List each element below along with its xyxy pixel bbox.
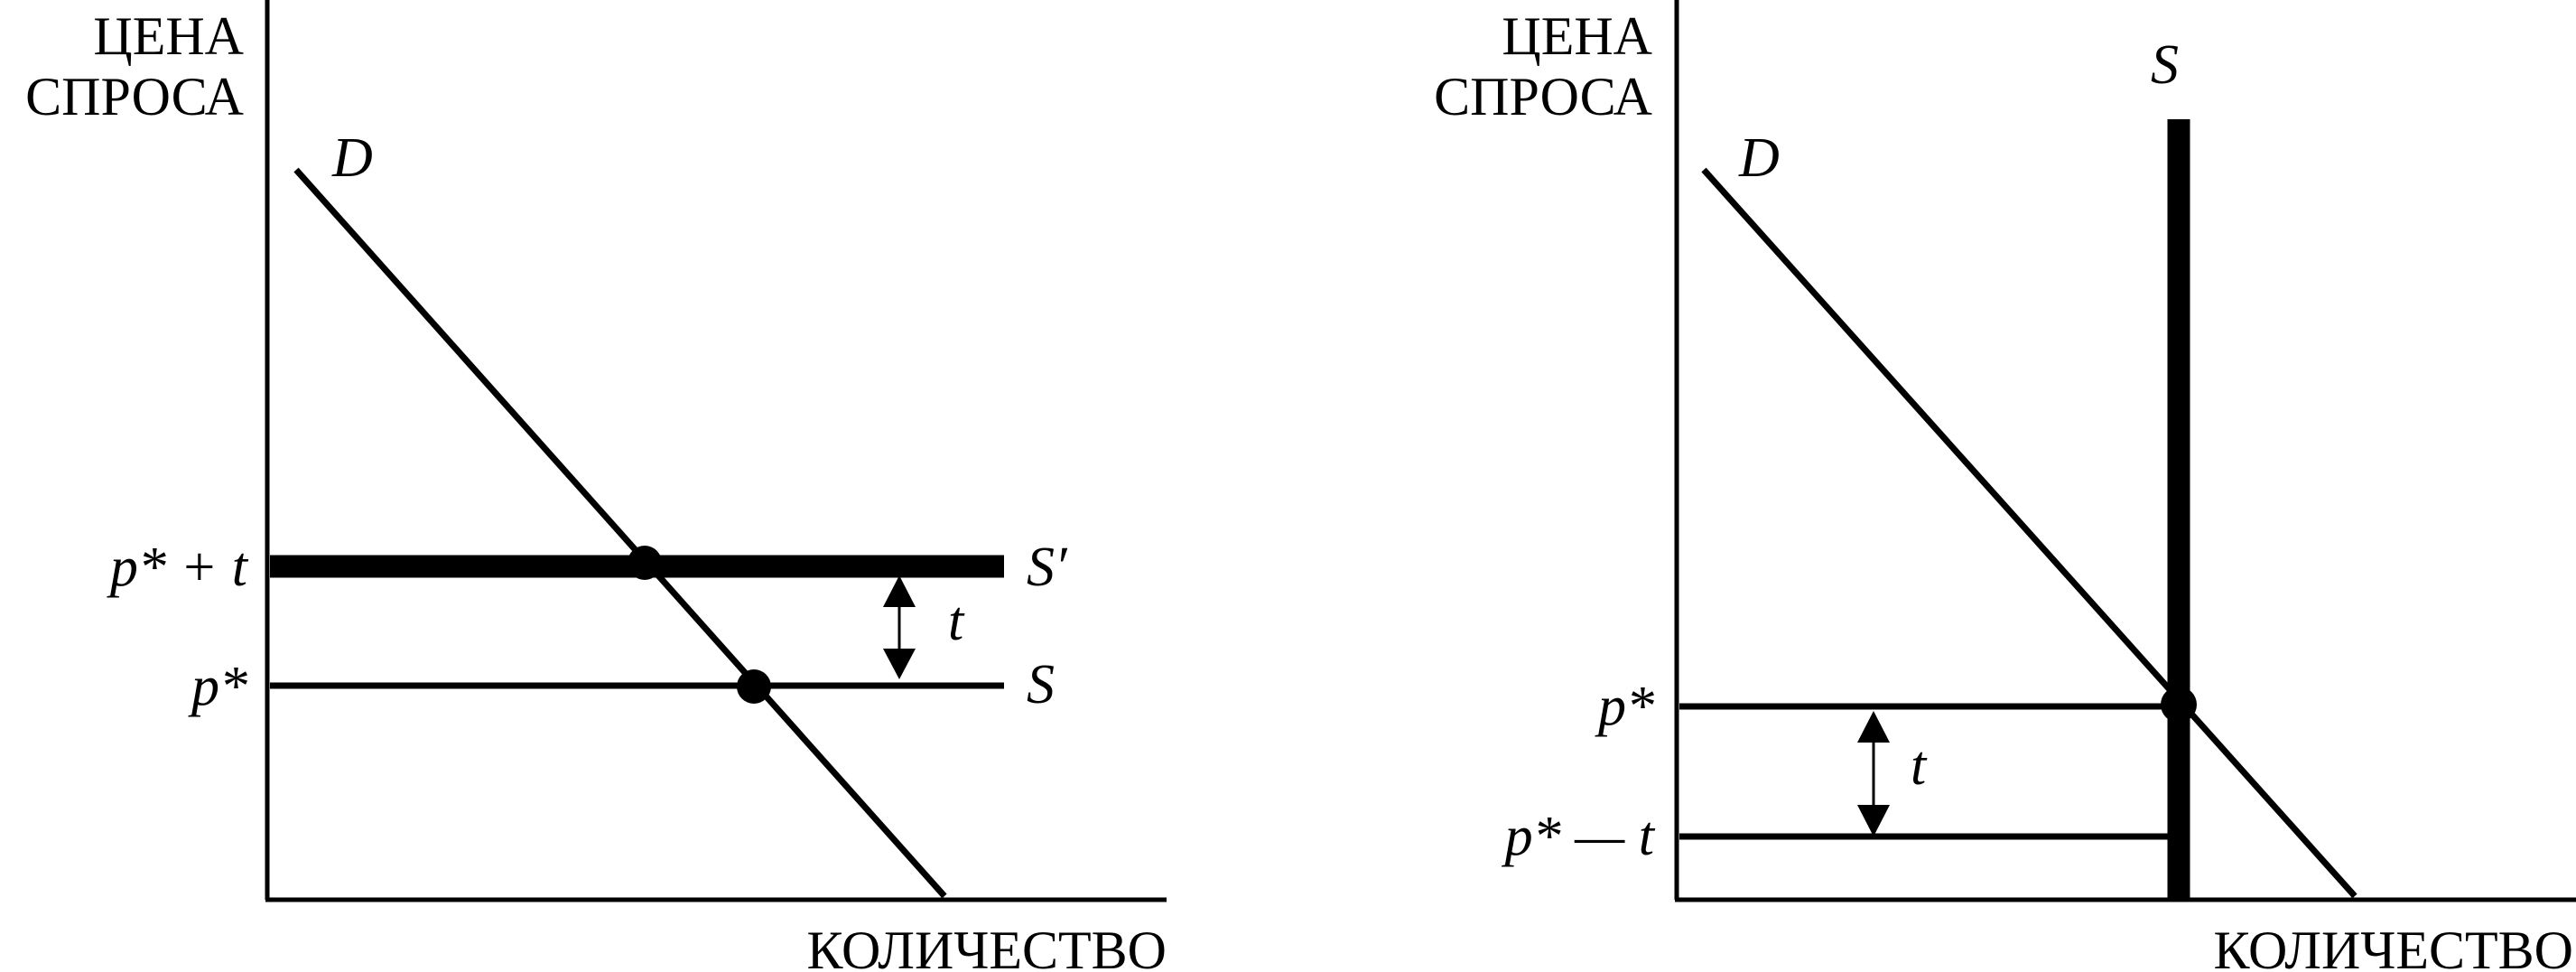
right-tax-label: t <box>1911 735 1928 797</box>
right-equilibrium-point <box>2161 687 2197 723</box>
right-demand-label: D <box>1738 127 1780 189</box>
left-supply-label: S <box>1027 654 1055 715</box>
left-equilibrium-point <box>737 669 771 704</box>
right-y-axis-title-line1: ЦЕНА <box>1502 6 1652 66</box>
right-y-axis-title-line2: СПРОСА <box>1434 67 1652 126</box>
left-price-with-tax-label: p* + t <box>107 537 249 598</box>
left-y-axis-title-line1: ЦЕНА <box>93 6 244 66</box>
right-demand-curve <box>1701 167 2357 899</box>
right-x-axis-title: КОЛИЧЕСТВО <box>2213 921 2573 972</box>
right-panel: ЦЕНА СПРОСА КОЛИЧЕСТВО D S p* p* — t t <box>1434 0 2576 972</box>
left-demand-curve <box>293 167 947 899</box>
right-supply-label: S <box>2151 34 2179 96</box>
left-tax-arrow <box>883 575 916 679</box>
left-price-label: p* <box>188 656 247 717</box>
right-price-minus-tax-label: p* — t <box>1502 806 1656 867</box>
right-tax-arrow <box>1857 711 1890 836</box>
right-price-label: p* <box>1595 676 1654 737</box>
left-panel: ЦЕНА СПРОСА КОЛИЧЕСТВО D S′ S p* + t p* … <box>25 0 1167 972</box>
left-y-axis-title-line2: СПРОСА <box>25 67 244 126</box>
left-x-axis-title: КОЛИЧЕСТВО <box>806 921 1167 972</box>
left-supply-with-tax-label: S′ <box>1027 537 1068 598</box>
left-tax-label: t <box>948 591 965 652</box>
left-equilibrium-with-tax-point <box>628 546 662 580</box>
left-demand-label: D <box>331 127 373 189</box>
